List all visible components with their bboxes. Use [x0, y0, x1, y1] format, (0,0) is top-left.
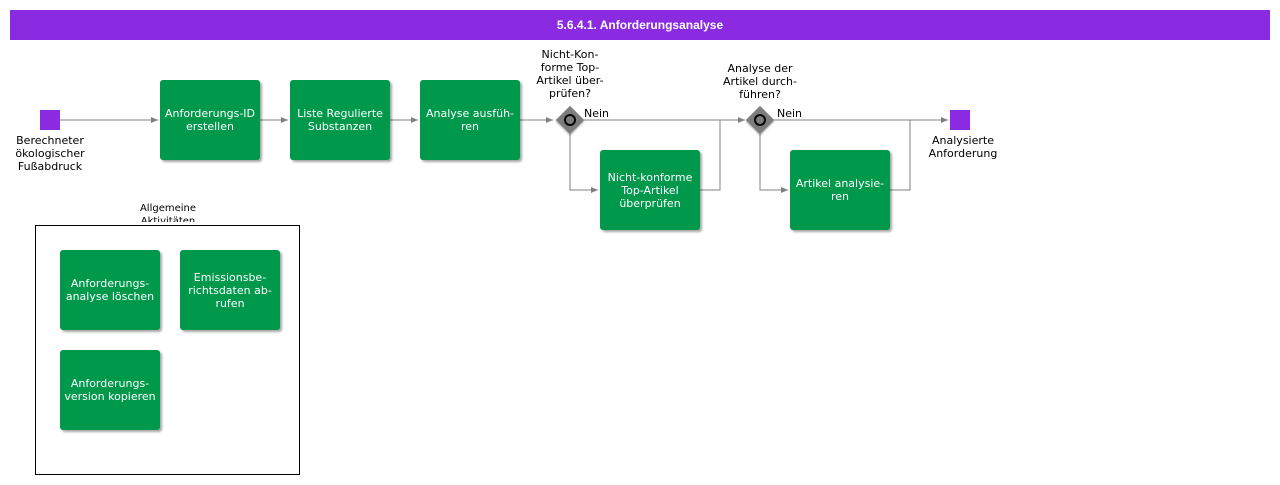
diagram-title: 5.6.4.1. Anforderungsanalyse [10, 10, 1270, 40]
gateway-1-no-label: Nein [584, 107, 610, 120]
task-delete-requirement-analysis[interactable]: Anforderungs- analyse löschen [60, 250, 160, 330]
task-check-noncompliant-articles[interactable]: Nicht-konforme Top-Artikel überprüfen [600, 150, 700, 230]
gateway-2-question: Analyse der Artikel durch- führen? [723, 62, 797, 101]
task-list-regulated-substances[interactable]: Liste Regulierte Substanzen [290, 80, 390, 160]
gateway-2-no-label: Nein [777, 107, 803, 120]
task-analyze-articles[interactable]: Artikel analysie- ren [790, 150, 890, 230]
group-title: Allgemeine Aktivitäten [139, 203, 197, 222]
gateway-1-question: Nicht-Kon- forme Top- Artikel über- prüf… [536, 48, 604, 100]
flow-check-to-gw2 [700, 120, 721, 191]
start-event-label: Berechneter ökologischer Fußabdruck [15, 134, 85, 173]
task-copy-requirement-version[interactable]: Anforderungs- version kopieren [60, 350, 160, 430]
start-event [40, 110, 60, 130]
flow-gw2-to-analyze [759, 134, 788, 193]
flow-gw1-to-check [569, 134, 598, 193]
task-retrieve-emission-report-data[interactable]: Emissionsbe- richtsdaten ab- rufen [180, 250, 280, 330]
gateway-2-ring-icon [754, 114, 766, 126]
general-activities-group [35, 225, 300, 475]
task-create-requirement-id[interactable]: Anforderungs-ID erstellen [160, 80, 260, 160]
task-run-analysis[interactable]: Analyse ausfüh- ren [420, 80, 520, 160]
gateway-1-ring-icon [564, 114, 576, 126]
end-event [950, 110, 970, 130]
end-event-label: Analysierte Anforderung [928, 134, 998, 160]
flow-analyze-to-end [890, 120, 911, 191]
